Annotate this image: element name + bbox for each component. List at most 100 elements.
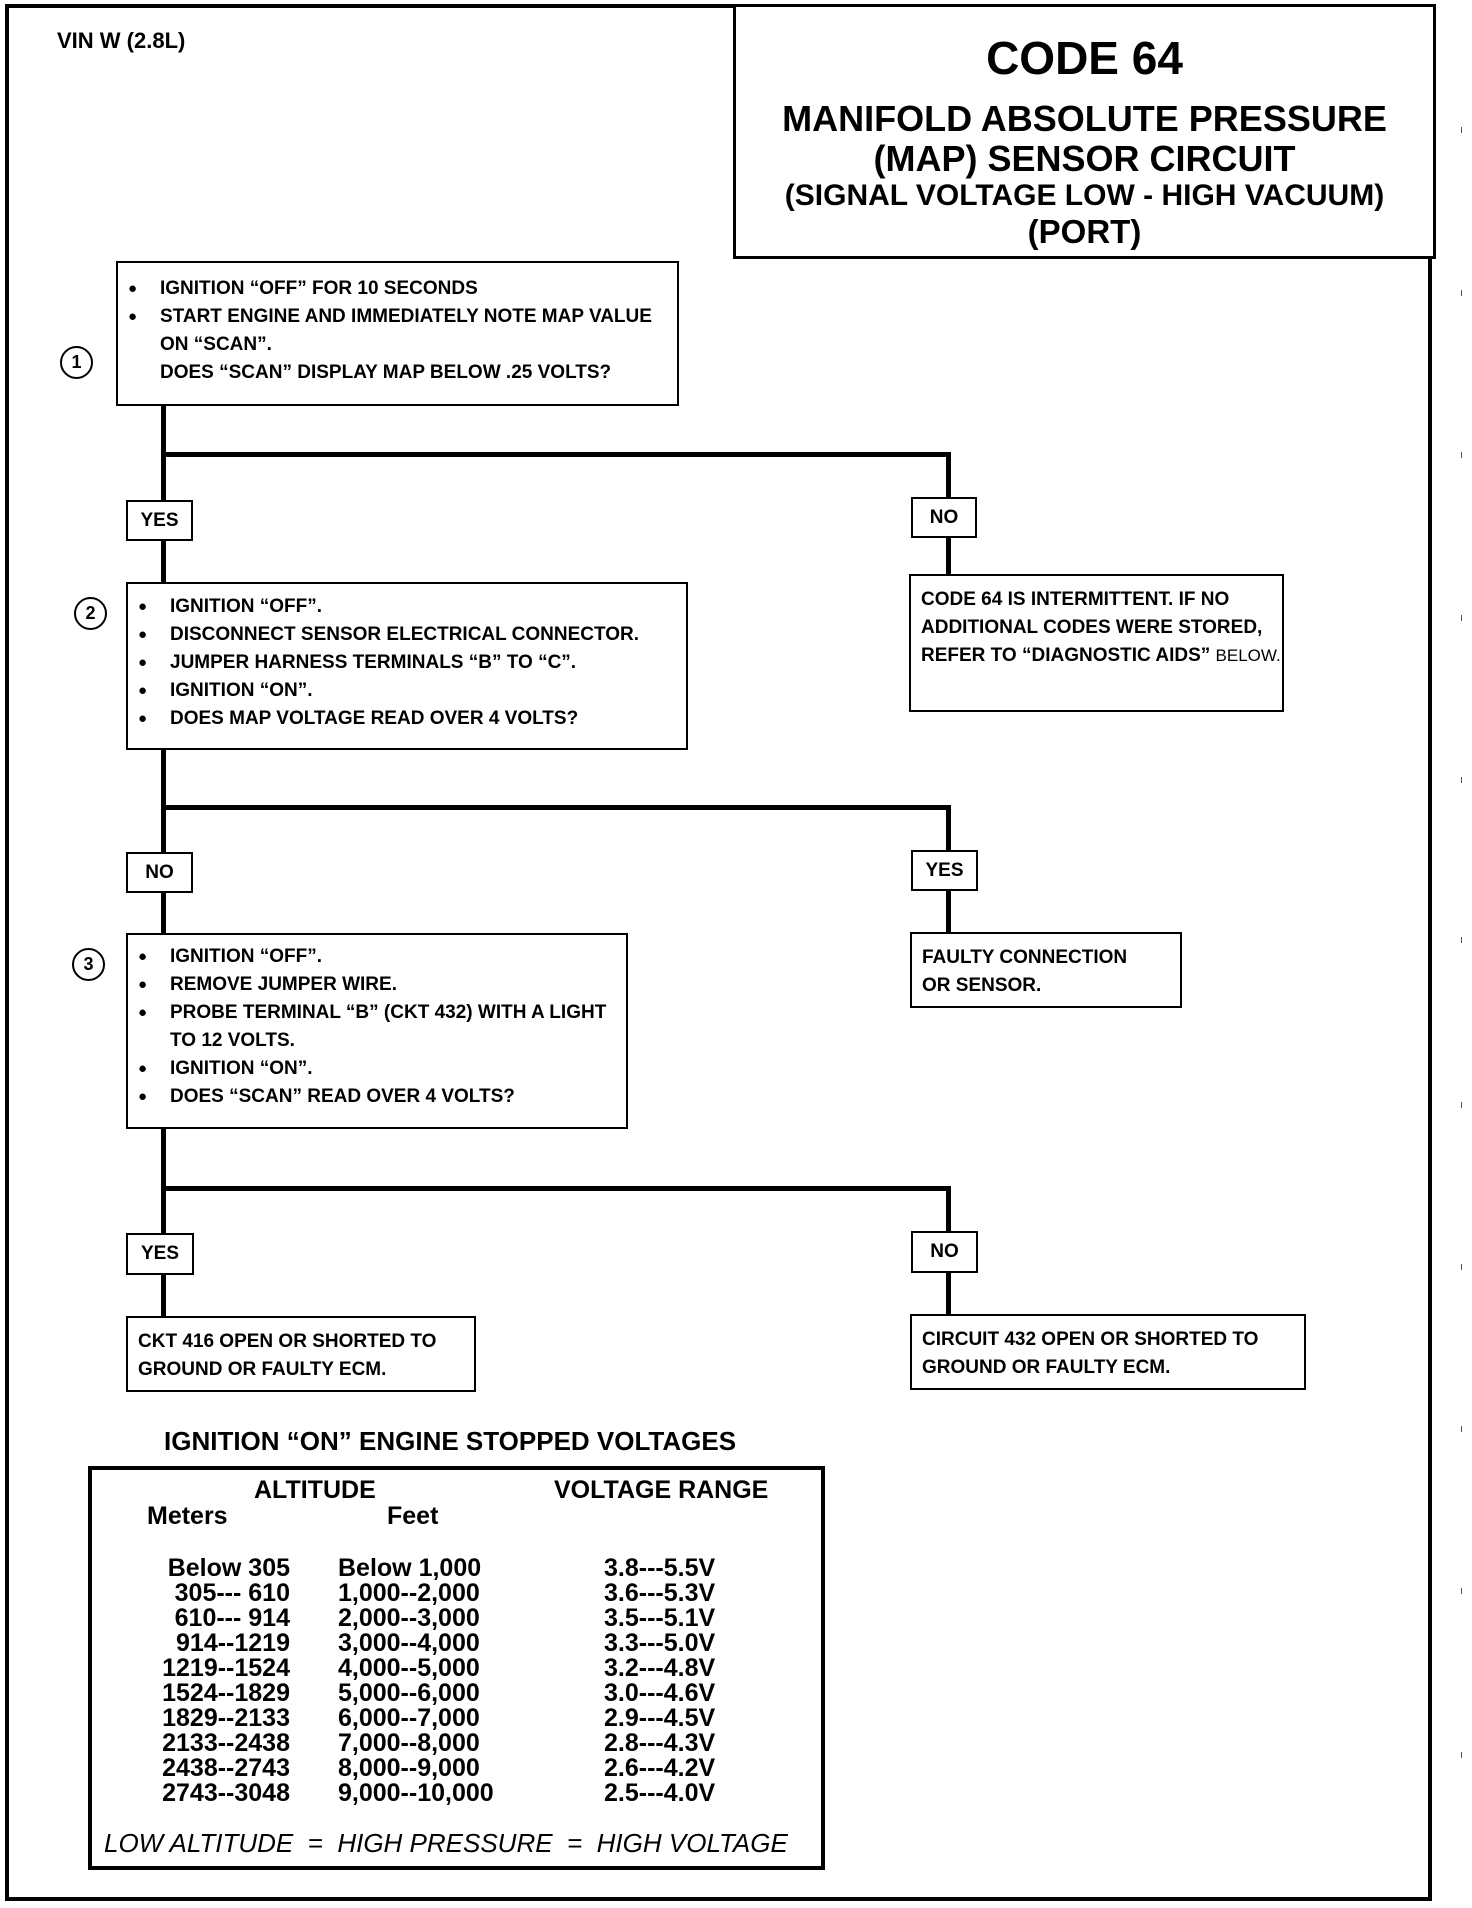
connector xyxy=(946,1186,951,1233)
voltage-column: 3.8---5.5V 3.6---5.3V 3.5---5.1V 3.3---5… xyxy=(604,1556,754,1806)
scan-mark xyxy=(1461,452,1462,458)
table-footer-note: LOW ALTITUDE = HIGH PRESSURE = HIGH VOLT… xyxy=(104,1828,788,1858)
step-2-bullet: IGNITION “OFF”. xyxy=(128,593,686,621)
feet-cell: 5,000--6,000 xyxy=(338,1679,480,1707)
scan-mark xyxy=(1461,777,1462,783)
step-2-bullet: JUMPER HARNESS TERMINALS “B” TO “C”. xyxy=(128,649,686,677)
connector xyxy=(161,538,166,583)
voltage-cell: 2.9---4.5V xyxy=(604,1704,716,1732)
voltage-cell: 2.5---4.0V xyxy=(604,1779,716,1807)
title-box: CODE 64 MANIFOLD ABSOLUTE PRESSURE (MAP)… xyxy=(733,4,1436,259)
voltage-cell: 3.5---5.1V xyxy=(604,1604,716,1632)
branch-no-label: NO xyxy=(126,852,193,893)
feet-cell: 1,000--2,000 xyxy=(338,1579,480,1607)
feet-cell: Below 1,000 xyxy=(338,1554,482,1582)
step-3-bullet: PROBE TERMINAL “B” (CKT 432) WITH A LIGH… xyxy=(128,999,626,1055)
meters-cell: 1219--1524 xyxy=(162,1654,290,1682)
title-line-4: (PORT) xyxy=(1027,213,1142,250)
step-2-box: IGNITION “OFF”. DISCONNECT SENSOR ELECTR… xyxy=(126,582,688,750)
scan-mark xyxy=(1461,1264,1462,1270)
connector xyxy=(161,748,166,853)
meters-cell: 2743--3048 xyxy=(162,1779,290,1807)
step-2-bullet: IGNITION “ON”. xyxy=(128,677,686,705)
feet-cell: 8,000--9,000 xyxy=(338,1754,480,1782)
scan-mark xyxy=(1461,615,1462,621)
step-3-marker: 3 xyxy=(72,948,105,981)
scan-mark xyxy=(1461,937,1462,943)
feet-header: Feet xyxy=(387,1502,439,1530)
step-3-bullet: REMOVE JUMPER WIRE. xyxy=(128,971,626,999)
feet-column: Below 1,000 1,000--2,000 2,000--3,000 3,… xyxy=(338,1556,538,1806)
meters-cell: 1829--2133 xyxy=(162,1704,290,1732)
connector xyxy=(946,888,951,933)
scan-mark xyxy=(1461,290,1462,296)
branch-yes-label: YES xyxy=(126,1233,194,1275)
step-1-bullet: START ENGINE AND IMMEDIATELY NOTE MAP VA… xyxy=(118,303,677,359)
feet-cell: 9,000--10,000 xyxy=(338,1779,494,1807)
feet-cell: 4,000--5,000 xyxy=(338,1654,480,1682)
result-intermittent-suffix: BELOW. xyxy=(1215,646,1281,665)
connector xyxy=(161,890,166,935)
voltage-cell: 3.8---5.5V xyxy=(604,1554,716,1582)
title-line-3: (SIGNAL VOLTAGE LOW - HIGH VACUUM) xyxy=(784,179,1385,212)
connector xyxy=(946,535,951,575)
meters-cell: Below 305 xyxy=(167,1554,290,1582)
connector xyxy=(946,452,951,497)
step-2-bullet: DOES MAP VOLTAGE READ OVER 4 VOLTS? xyxy=(128,705,686,733)
code-title: CODE 64 xyxy=(986,32,1183,84)
altitude-header: ALTITUDE xyxy=(254,1476,376,1504)
meters-cell: 2438--2743 xyxy=(162,1754,290,1782)
meters-column: Below 305 305--- 610 610--- 914 914--121… xyxy=(120,1556,290,1806)
step-3-bullet: IGNITION “ON”. xyxy=(128,1055,626,1083)
result-intermittent-text: CODE 64 IS INTERMITTENT. IF NO ADDITIONA… xyxy=(921,589,1263,666)
scan-mark xyxy=(1461,1102,1462,1108)
connector xyxy=(161,805,951,810)
feet-cell: 6,000--7,000 xyxy=(338,1704,480,1732)
scan-mark xyxy=(1461,1588,1462,1594)
step-2-marker: 2 xyxy=(74,597,107,630)
result-circuit432: CIRCUIT 432 OPEN OR SHORTED TO GROUND OR… xyxy=(910,1314,1306,1390)
step-3-bullet: IGNITION “OFF”. xyxy=(128,943,626,971)
connector xyxy=(946,805,951,850)
branch-no-label: NO xyxy=(911,1231,978,1273)
voltage-cell: 3.6---5.3V xyxy=(604,1579,716,1607)
connector xyxy=(161,1127,166,1235)
meters-cell: 305--- 610 xyxy=(174,1579,290,1607)
voltage-range-header: VOLTAGE RANGE xyxy=(554,1476,769,1504)
step-1-question: DOES “SCAN” DISPLAY MAP BELOW .25 VOLTS? xyxy=(160,362,612,383)
step-1-box: IGNITION “OFF” FOR 10 SECONDS START ENGI… xyxy=(116,261,679,406)
connector xyxy=(161,1186,951,1191)
connector xyxy=(946,1271,951,1316)
meters-header: Meters xyxy=(147,1502,228,1530)
page-frame xyxy=(5,4,1432,1901)
result-ckt416: CKT 416 OPEN OR SHORTED TO GROUND OR FAU… xyxy=(126,1316,476,1392)
voltage-table: ALTITUDE VOLTAGE RANGE Meters Feet Below… xyxy=(88,1466,825,1870)
voltage-cell: 3.3---5.0V xyxy=(604,1629,716,1657)
branch-yes-label: YES xyxy=(126,500,193,541)
title-line-1: MANIFOLD ABSOLUTE PRESSURE xyxy=(782,98,1387,139)
title-line-2: (MAP) SENSOR CIRCUIT xyxy=(873,138,1296,179)
meters-cell: 2133--2438 xyxy=(162,1729,290,1757)
meters-cell: 1524--1829 xyxy=(162,1679,290,1707)
branch-no-label: NO xyxy=(911,497,977,538)
branch-yes-label: YES xyxy=(911,850,978,891)
feet-cell: 2,000--3,000 xyxy=(338,1604,480,1632)
connector xyxy=(161,452,951,457)
feet-cell: 3,000--4,000 xyxy=(338,1629,480,1657)
voltage-cell: 3.0---4.6V xyxy=(604,1679,716,1707)
voltage-cell: 2.6---4.2V xyxy=(604,1754,716,1782)
voltage-table-title: IGNITION “ON” ENGINE STOPPED VOLTAGES xyxy=(164,1426,737,1456)
vin-label: VIN W (2.8L) xyxy=(57,28,186,53)
voltage-cell: 2.8---4.3V xyxy=(604,1729,716,1757)
result-intermittent: CODE 64 IS INTERMITTENT. IF NO ADDITIONA… xyxy=(909,574,1284,712)
meters-cell: 610--- 914 xyxy=(174,1604,290,1632)
step-1-marker: 1 xyxy=(60,346,93,379)
voltage-cell: 3.2---4.8V xyxy=(604,1654,716,1682)
scan-mark xyxy=(1461,1426,1462,1432)
step-3-box: IGNITION “OFF”. REMOVE JUMPER WIRE. PROB… xyxy=(126,933,628,1129)
step-3-bullet: DOES “SCAN” READ OVER 4 VOLTS? xyxy=(128,1083,626,1111)
meters-cell: 914--1219 xyxy=(176,1629,290,1657)
step-2-bullet: DISCONNECT SENSOR ELECTRICAL CONNECTOR. xyxy=(128,621,686,649)
result-faulty-connection: FAULTY CONNECTION OR SENSOR. xyxy=(910,932,1182,1008)
scan-mark xyxy=(1461,127,1462,133)
